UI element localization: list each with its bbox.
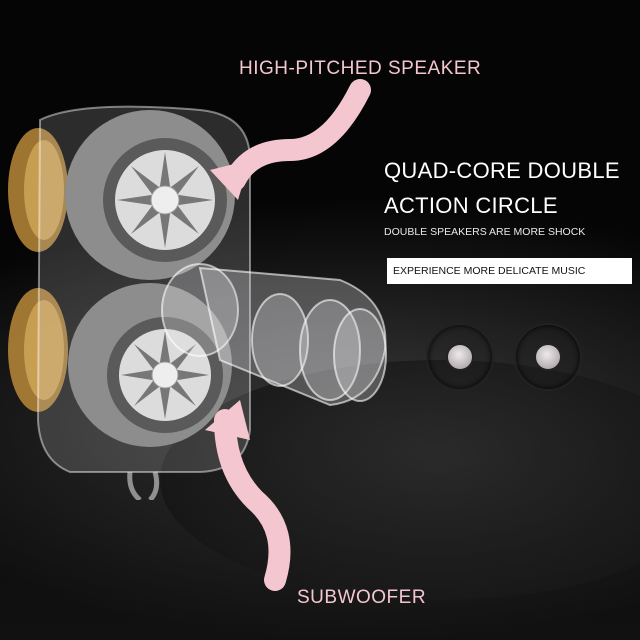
speaker-driver-icon — [428, 325, 492, 389]
arrow-sub-icon — [214, 409, 291, 591]
arrow-high-icon — [224, 79, 371, 191]
speaker-driver-icon — [516, 325, 580, 389]
label-subwoofer: SUBWOOFER — [297, 587, 427, 608]
earphone-illustration — [8, 105, 387, 500]
headline-line2: ACTION CIRCLE — [384, 193, 558, 218]
label-high-pitched-speaker: HIGH-PITCHED SPEAKER — [239, 58, 482, 79]
headline-subtitle: DOUBLE SPEAKERS ARE MORE SHOCK — [384, 226, 586, 238]
feature-callout-box: EXPERIENCE MORE DELICATE MUSIC — [387, 258, 632, 284]
headline-line1: QUAD-CORE DOUBLE — [384, 158, 620, 183]
